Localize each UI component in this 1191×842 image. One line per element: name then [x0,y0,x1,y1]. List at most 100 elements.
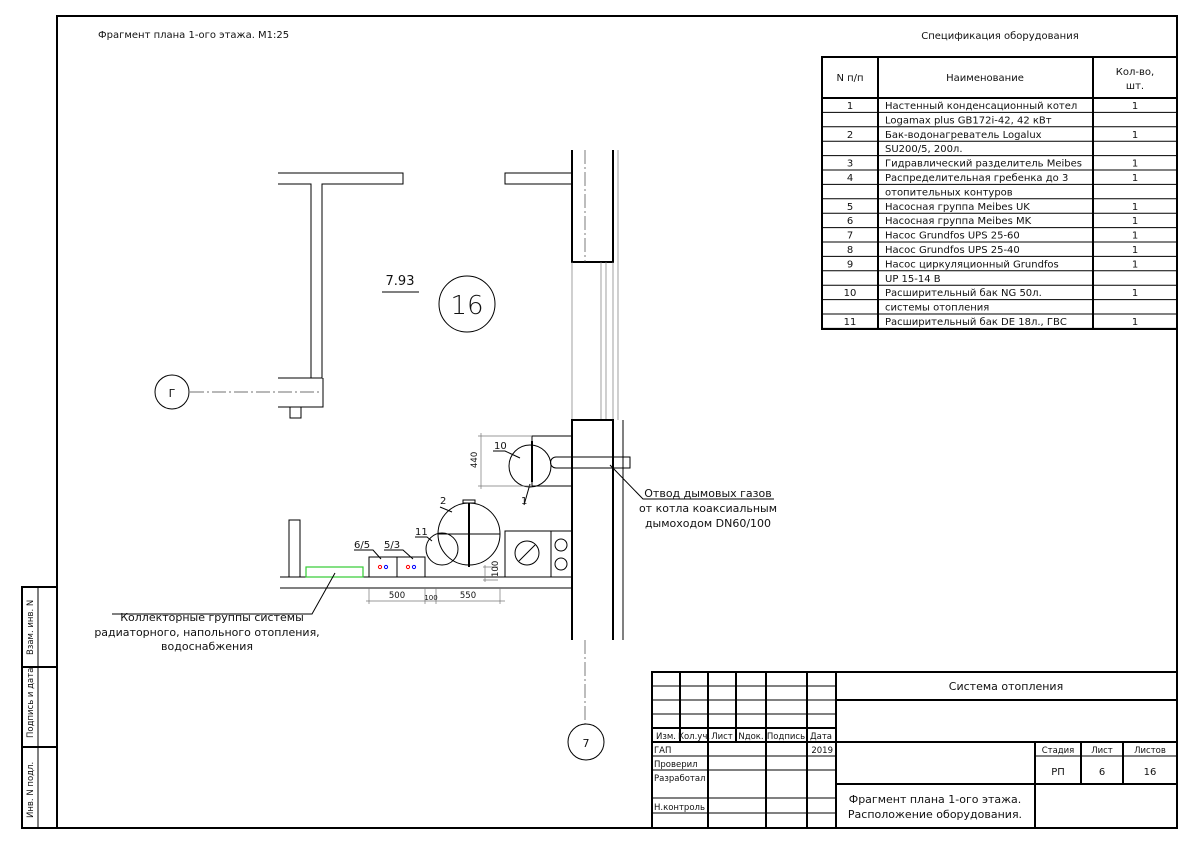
spec-cell-name: Распределительная гребенка до 3 [885,173,1068,184]
flue-note-3: дымоходом DN60/100 [645,517,771,530]
tb-header-date: Дата [810,732,832,742]
label-11: 11 [415,527,428,538]
axis-g-marker [154,374,190,410]
tb-header-change: Изм. [656,732,676,742]
sheet-frame [56,15,1178,829]
spec-cell-name: отопительных контуров [885,187,1013,198]
flue-note-1: Отвод дымовых газов [644,487,771,500]
spec-cell-name: Расширительный бак NG 50л. [885,288,1042,299]
tb-sheet-title-2: Расположение оборудования. [848,808,1022,821]
dim-500: 500 [389,591,405,601]
spec-cell-num: 8 [847,245,853,256]
hydraulic-separator [504,530,573,578]
dim-100: 100 [424,594,437,602]
collector-note-3: водоснабжения [161,640,253,653]
tb-project: Система отопления [949,680,1063,693]
tb-role-gap: ГАП [654,746,671,756]
dim-440: 440 [470,452,480,468]
spec-cell-name: Насос циркуляционный Grundfos [885,259,1059,270]
spec-cell-num: 4 [847,173,853,184]
pump-group-6-5 [368,556,398,578]
spec-cell-qty: 1 [1132,259,1138,270]
stamp-original-inv: Инв. N подл. [26,762,36,818]
room-number-marker [438,275,496,333]
equipment-spec-table: Спецификация оборудования N п/п Наименов… [821,31,1178,330]
title-block: Изм. Кол.уч. Лист Nдок. Подпись Дата ГАП… [651,671,1178,829]
spec-cell-qty: 1 [1132,288,1138,299]
spec-cell-name: UP 15-14 B [885,274,941,285]
room-number: 16 [450,291,483,321]
spec-cell-name: Logamax plus GB172i-42, 42 кВт [885,115,1052,126]
spec-cell-name: Расширительный бак DE 18л., ГВС [885,317,1067,328]
spec-cell-num: 1 [847,101,853,112]
spec-cell-name: Насос Grundfos UPS 25-60 [885,231,1020,242]
label-1: 1 [521,496,527,507]
tb-role-checked: Проверил [654,760,698,770]
spec-cell-name: Гидравлический разделитель Meibes [885,159,1082,170]
tb-header-signature: Подпись [767,732,805,742]
label-2: 2 [440,496,446,507]
dim-550: 550 [460,591,476,601]
spec-cell-num: 2 [847,130,853,141]
spec-cell-qty: 1 [1132,101,1138,112]
spec-cell-num: 5 [847,202,853,213]
stamp-replaced-inv: Взам. инв. N [26,600,36,655]
label-5-3: 5/3 [384,540,400,551]
tb-stage-label: Стадия [1042,746,1075,756]
equipment [305,435,631,578]
collector-note-1: Коллекторные группы системы [120,611,304,624]
spec-cell-num: 9 [847,259,853,270]
expansion-tank-11 [425,532,459,566]
spec-cell-name: SU200/5, 200л. [885,144,963,155]
spec-cell-qty: 1 [1132,173,1138,184]
side-stamp: Взам. инв. N Подпись и дата Инв. N подл. [21,586,58,829]
spec-header-name: Наименование [946,73,1024,84]
collector-note-2: радиаторного, напольного отопления, [94,626,319,639]
stamp-signature-date: Подпись и дата [26,668,36,738]
equipment-labels: 10 1 2 11 6/5 5/3 Коллекторные группы си… [94,441,777,653]
spec-cell-qty: 1 [1132,231,1138,242]
spec-header-qty: Кол-во, [1116,67,1154,78]
boiler-1 [531,435,573,487]
expansion-tank-10 [508,444,552,488]
axis-7-marker [567,723,605,761]
label-6-5: 6/5 [354,540,370,551]
drawing-title: Фрагмент плана 1-ого этажа. М1:25 [98,30,289,41]
spec-cell-num: 7 [847,231,853,242]
spec-cell-num: 6 [847,216,853,227]
tb-role-developed: Разработал [654,774,706,784]
tb-header-docnum: Nдок. [738,732,763,742]
spec-header-qty-unit: шт. [1126,81,1144,92]
label-10: 10 [494,441,507,452]
tb-role-norm-control: Н.контроль [654,803,705,813]
spec-cell-num: 3 [847,159,853,170]
spec-cell-qty: 1 [1132,245,1138,256]
spec-cell-name: Настенный конденсационный котел [885,101,1077,112]
tb-sheet-title-1: Фрагмент плана 1-ого этажа. [849,793,1022,806]
axis-g-label: Г [169,387,176,400]
tb-header-sheet: Лист [711,732,733,742]
axis-7-label: 7 [583,737,590,750]
pump-group-5-3 [396,556,426,578]
tb-year: 2019 [811,746,833,756]
tb-sheet-label: Лист [1091,746,1113,756]
collector-groups [305,566,364,578]
spec-cell-name: Бак-водонагреватель Logalux [885,130,1042,141]
tb-sheet: 6 [1099,767,1105,778]
spec-cell-name: Насосная группа Meibes MK [885,216,1032,227]
spec-cell-qty: 1 [1132,202,1138,213]
room-area: 7.93 [386,274,415,289]
dim-100-vertical: 100 [491,561,501,577]
spec-cell-qty: 1 [1132,216,1138,227]
flue-pipe [550,456,631,469]
tb-stage: РП [1051,767,1065,778]
dimensions: 440 100 500 100 550 [366,433,532,604]
spec-cell-qty: 1 [1132,159,1138,170]
spec-cell-name: системы отопления [885,303,989,314]
spec-cell-num: 10 [844,288,857,299]
tb-sheets: 16 [1144,767,1157,778]
spec-header-num: N п/п [836,73,863,84]
spec-cell-name: Насосная группа Meibes UK [885,202,1030,213]
spec-cell-num: 11 [844,317,857,328]
